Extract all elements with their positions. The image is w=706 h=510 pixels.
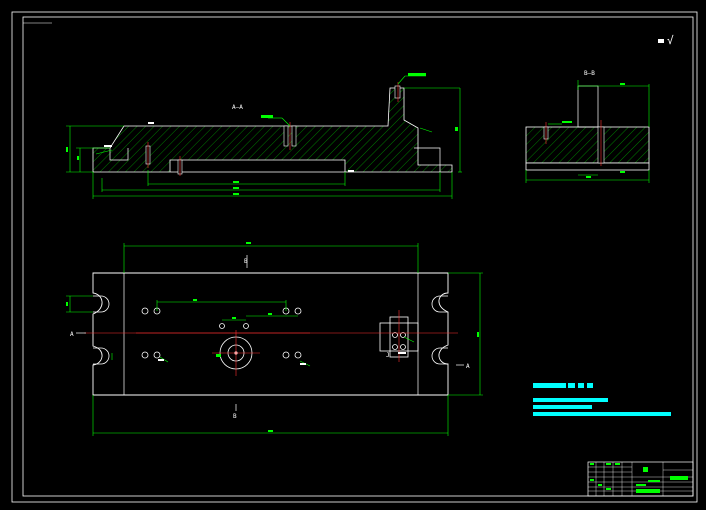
plan-dim-text — [66, 242, 479, 432]
section-bb-centerlines — [545, 120, 602, 166]
plan-centerlines — [84, 310, 458, 376]
section-hole-5 — [394, 85, 401, 99]
view-j-label: J — [386, 352, 390, 359]
cut-plane-b-bottom: B — [233, 413, 237, 420]
cut-plane-a-left: A — [70, 331, 74, 338]
note-line-2 — [533, 405, 592, 409]
cut-plane-b-top: B — [244, 258, 248, 265]
plan-outline — [92, 272, 449, 396]
section-hole-2 — [291, 125, 297, 147]
plan-view: A A B B J — [66, 242, 483, 436]
drawing-frame — [11, 11, 698, 503]
section-view-bb: B—B — [525, 70, 650, 183]
title-block-logo — [643, 467, 648, 472]
note-line-1 — [533, 398, 608, 402]
title-block-drawing-no — [670, 476, 688, 480]
section-view-aa: A—A — [66, 73, 462, 199]
section-aa-centerlines — [147, 82, 399, 176]
section-hole-1 — [283, 125, 289, 147]
title-block — [587, 461, 694, 497]
plan-dimensions — [66, 243, 483, 436]
notes-heading — [533, 383, 566, 388]
section-aa-dimensions — [66, 75, 462, 199]
section-aa-title: A—A — [232, 104, 243, 111]
section-aa-dim-text — [66, 73, 458, 195]
cut-plane-a-right: A — [466, 363, 470, 370]
roughness-check-icon: √ — [667, 34, 674, 47]
plan-slots — [93, 295, 448, 365]
technical-notes — [533, 383, 671, 416]
note-line-3 — [533, 412, 671, 416]
section-bb-dimensions — [525, 80, 650, 183]
section-bb-title: B—B — [584, 70, 595, 77]
surface-roughness-symbol: √ — [658, 34, 674, 47]
